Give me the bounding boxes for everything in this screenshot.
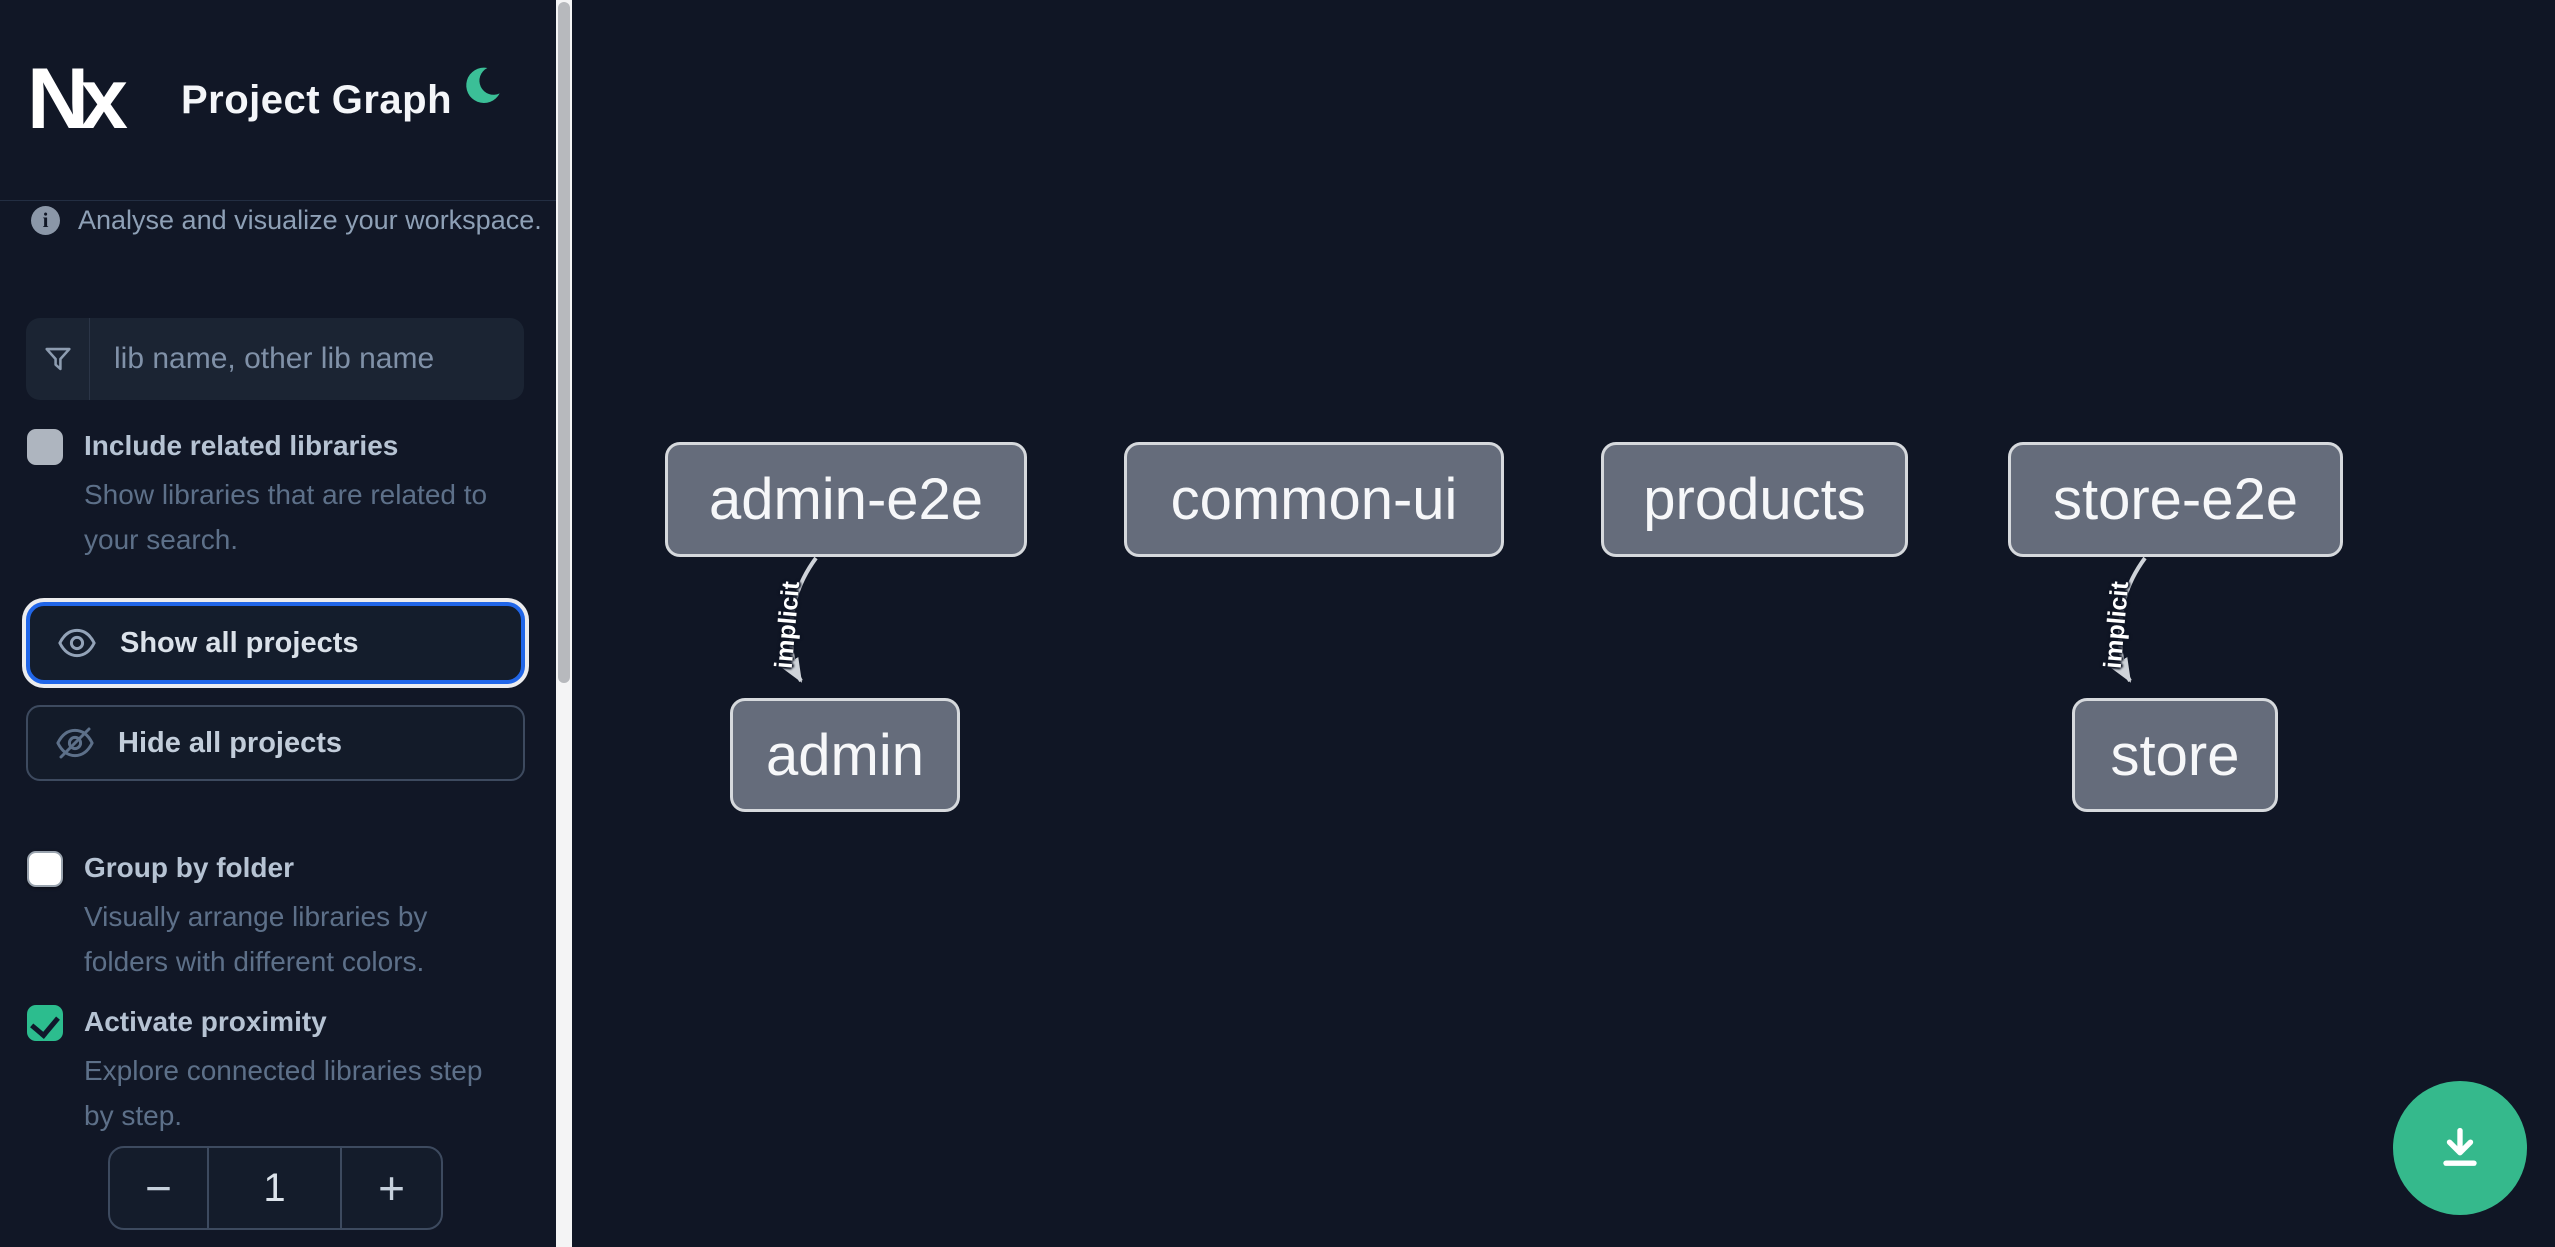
increment-button[interactable]: + <box>342 1148 441 1228</box>
sidebar-scrollbar-thumb[interactable] <box>558 2 570 683</box>
hide-all-projects-button[interactable]: Hide all projects <box>26 705 525 781</box>
graph-node-admin-e2e[interactable]: admin-e2e <box>665 442 1027 557</box>
group-by-folder-checkbox[interactable] <box>27 851 63 887</box>
graph-node-store-e2e[interactable]: store-e2e <box>2008 442 2343 557</box>
graph-node-admin[interactable]: admin <box>730 698 960 812</box>
show-all-projects-button[interactable]: Show all projects <box>26 602 525 684</box>
sidebar-header: Nx Project Graph <box>0 0 557 201</box>
eye-off-icon <box>54 722 96 764</box>
download-graph-button[interactable] <box>2393 1081 2527 1215</box>
include-related-checkbox[interactable] <box>27 429 63 465</box>
option-label: Group by folder <box>84 852 294 883</box>
edge-store-e2e-store <box>2110 556 2147 683</box>
option-include-related: Include related libraries Show libraries… <box>27 426 534 562</box>
proximity-depth-value: 1 <box>209 1148 342 1228</box>
option-description: Visually arrange libraries by folders wi… <box>84 901 428 977</box>
moon-icon <box>462 64 510 108</box>
option-group-by-folder: Group by folder Visually arrange librari… <box>27 848 534 984</box>
project-graph-canvas[interactable]: implicit implicit admin-e2e common-ui pr… <box>572 0 2555 1247</box>
page-title: Project Graph <box>181 78 453 122</box>
eye-icon <box>56 622 98 664</box>
hide-all-projects-label: Hide all projects <box>118 726 343 759</box>
graph-node-products[interactable]: products <box>1601 442 1908 557</box>
graph-node-store[interactable]: store <box>2072 698 2278 812</box>
funnel-filter-icon <box>26 318 90 400</box>
show-all-projects-label: Show all projects <box>120 626 359 659</box>
filter-box <box>26 318 524 400</box>
option-label: Include related libraries <box>84 430 399 461</box>
nx-logo: Nx <box>27 51 128 147</box>
sidebar: Nx Project Graph i Analyse and visualize… <box>0 0 557 1247</box>
option-description: Show libraries that are related to your … <box>84 479 488 555</box>
graph-node-common-ui[interactable]: common-ui <box>1124 442 1504 557</box>
info-icon: i <box>31 206 60 235</box>
dark-mode-toggle[interactable] <box>462 62 510 110</box>
option-activate-proximity: Activate proximity Explore connected lib… <box>27 1002 534 1138</box>
activate-proximity-checkbox[interactable] <box>27 1005 63 1041</box>
filter-input[interactable] <box>90 318 524 400</box>
workspace-tagline-row: i Analyse and visualize your workspace. <box>31 205 542 236</box>
option-label: Activate proximity <box>84 1006 327 1037</box>
proximity-depth-stepper: − 1 + <box>108 1146 443 1230</box>
option-description: Explore connected libraries step by step… <box>84 1055 483 1131</box>
dependency-edges <box>781 556 2147 683</box>
workspace-tagline: Analyse and visualize your workspace. <box>78 205 542 235</box>
decrement-button[interactable]: − <box>110 1148 209 1228</box>
sidebar-scrollbar-track <box>556 0 572 1247</box>
download-icon <box>2432 1120 2488 1176</box>
edge-admin-e2e-admin <box>781 556 818 683</box>
